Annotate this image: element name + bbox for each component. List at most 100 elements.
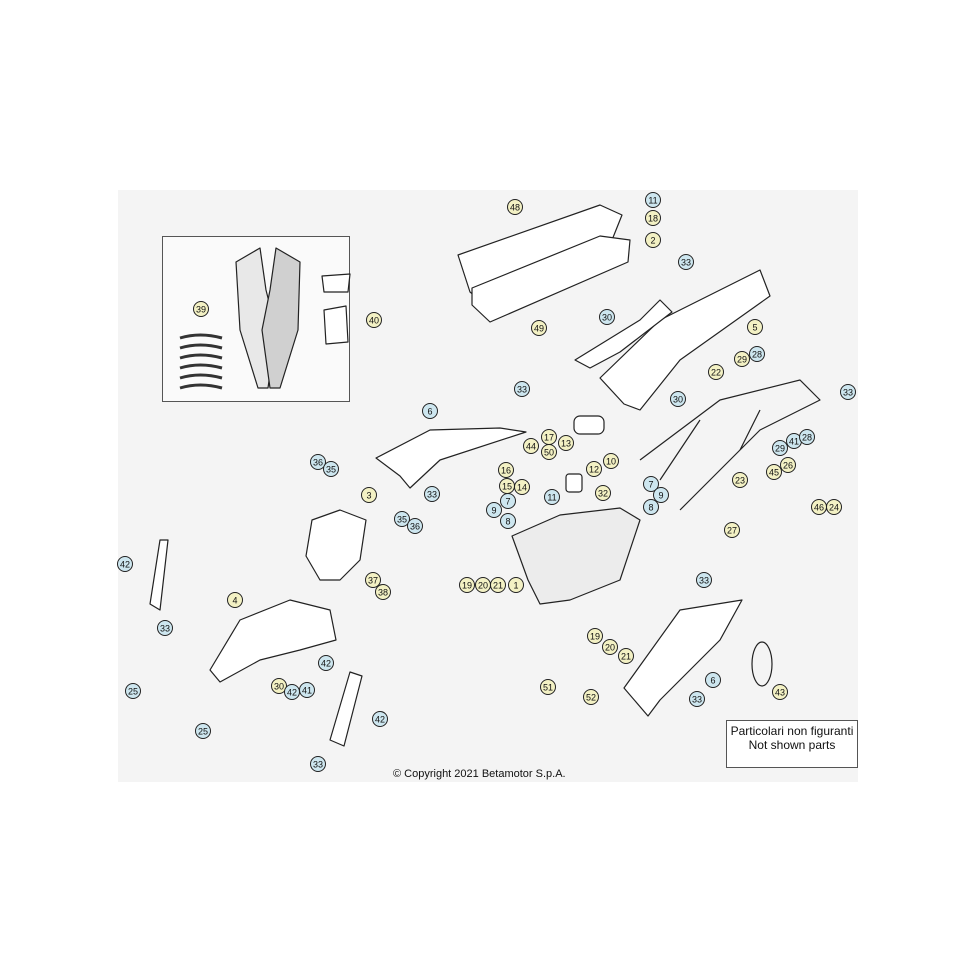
callout-number: 38 — [378, 588, 388, 598]
callout-circle — [766, 464, 782, 480]
callout-7: 7 — [500, 493, 516, 509]
rim-stripes-drawing — [179, 333, 223, 390]
callout-circle — [157, 620, 173, 636]
callout-circle — [544, 489, 560, 505]
callout-number: 52 — [586, 693, 596, 703]
callout-12: 12 — [586, 461, 602, 477]
callout-8: 8 — [500, 513, 516, 529]
callout-21: 21 — [490, 577, 506, 593]
fuel-cap-drawing — [573, 415, 605, 435]
callout-10: 10 — [603, 453, 619, 469]
callout-circle — [394, 511, 410, 527]
callout-circle — [705, 672, 721, 688]
callout-number: 3 — [366, 491, 371, 501]
callout-number: 27 — [727, 526, 737, 536]
callout-number: 39 — [196, 305, 206, 315]
callout-number: 2 — [650, 236, 655, 246]
callout-circle — [708, 364, 724, 380]
tank-shroud-drawing — [375, 427, 527, 489]
callout-26: 26 — [780, 457, 796, 473]
callout-33: 33 — [514, 381, 530, 397]
callout-42: 42 — [117, 556, 133, 572]
side-decal-drawing — [323, 305, 349, 345]
callout-9: 9 — [653, 487, 669, 503]
callout-3: 3 — [361, 487, 377, 503]
callout-30: 30 — [670, 391, 686, 407]
callout-51: 51 — [540, 679, 556, 695]
callout-6: 6 — [422, 403, 438, 419]
callout-number: 41 — [789, 437, 799, 447]
callout-number: 25 — [128, 687, 138, 697]
callout-circle — [193, 301, 209, 317]
callout-16: 16 — [498, 462, 514, 478]
callout-number: 35 — [326, 465, 336, 475]
callout-circle — [514, 479, 530, 495]
callout-circle — [840, 384, 856, 400]
callout-33: 33 — [689, 691, 705, 707]
callout-number: 10 — [606, 457, 616, 467]
copyright-text: © Copyright 2021 Betamotor S.p.A. — [393, 768, 566, 780]
callout-number: 28 — [752, 350, 762, 360]
callout-20: 20 — [602, 639, 618, 655]
callout-44: 44 — [523, 438, 539, 454]
callout-circle — [595, 485, 611, 501]
callout-circle — [318, 655, 334, 671]
callout-number: 33 — [843, 388, 853, 398]
callout-25: 25 — [195, 723, 211, 739]
callout-circle — [618, 648, 634, 664]
callout-number: 1 — [513, 581, 518, 591]
callout-number: 48 — [510, 203, 520, 213]
callout-42: 42 — [372, 711, 388, 727]
callout-circle — [587, 628, 603, 644]
shroud-decal-drawing-right — [261, 247, 301, 389]
callout-circle — [361, 487, 377, 503]
callout-number: 20 — [478, 581, 488, 591]
callout-42: 42 — [284, 684, 300, 700]
callout-19: 19 — [587, 628, 603, 644]
fork-guard-left-drawing — [149, 539, 169, 611]
callout-19: 19 — [459, 577, 475, 593]
callout-number: 44 — [526, 442, 536, 452]
right-side-panel-drawing — [623, 599, 743, 717]
callout-number: 49 — [534, 324, 544, 334]
callout-circle — [459, 577, 475, 593]
callout-29: 29 — [734, 351, 750, 367]
callout-11: 11 — [645, 192, 661, 208]
callout-circle — [749, 346, 765, 362]
callout-45: 45 — [766, 464, 782, 480]
callout-number: 12 — [589, 465, 599, 475]
callout-number: 33 — [160, 624, 170, 634]
callout-32: 32 — [595, 485, 611, 501]
callout-circle — [486, 502, 502, 518]
callout-39: 39 — [193, 301, 209, 317]
callout-number: 42 — [120, 560, 130, 570]
callout-number: 11 — [547, 493, 556, 503]
callout-4: 4 — [227, 592, 243, 608]
callout-number: 7 — [505, 497, 510, 507]
callout-circle — [747, 319, 763, 335]
callout-number: 35 — [397, 515, 407, 525]
callout-circle — [514, 381, 530, 397]
callout-circle — [645, 192, 661, 208]
callout-number: 29 — [775, 444, 785, 454]
side-panel-drawing — [574, 299, 673, 369]
callout-33: 33 — [157, 620, 173, 636]
callout-circle — [678, 254, 694, 270]
fuel-tank-drawing — [511, 507, 641, 605]
callout-number: 21 — [621, 652, 631, 662]
callout-circle — [195, 723, 211, 739]
callout-number: 19 — [462, 581, 472, 591]
callout-33: 33 — [310, 756, 326, 772]
callout-circle — [540, 679, 556, 695]
callout-number: 22 — [711, 368, 721, 378]
callout-27: 27 — [724, 522, 740, 538]
callout-48: 48 — [507, 199, 523, 215]
callout-9: 9 — [486, 502, 502, 518]
callout-circle — [271, 678, 287, 694]
callout-37: 37 — [365, 572, 381, 588]
callout-number: 45 — [769, 468, 779, 478]
callout-21: 21 — [618, 648, 634, 664]
callout-circle — [299, 682, 315, 698]
callout-circle — [523, 438, 539, 454]
